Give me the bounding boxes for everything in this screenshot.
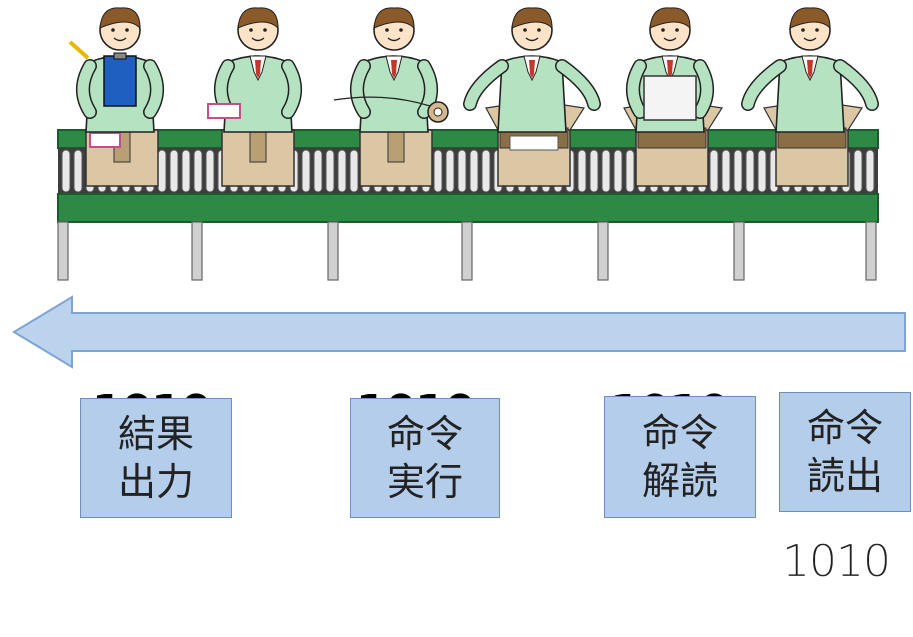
worker-icon: [626, 7, 714, 133]
stage-label-result: 結果出力: [80, 398, 232, 518]
arrow-left-icon: [12, 295, 906, 369]
cardboard-box-icon: [85, 129, 159, 187]
conveyor-belt-icon: [57, 129, 879, 281]
stage-label-execute: 命令実行: [350, 398, 500, 518]
worker-icon: [463, 7, 601, 133]
worker-icon: [68, 7, 164, 133]
stage-label-fetch: 命令読出: [779, 392, 911, 512]
worker-icon: [333, 7, 449, 133]
stage-label-decode: 命令解読: [604, 396, 756, 518]
pipeline-diagram: [12, 7, 906, 369]
cardboard-box-icon: [221, 129, 295, 187]
cardboard-box-icon: [359, 129, 433, 187]
worker-icon: [741, 7, 879, 133]
worker-icon: [207, 7, 302, 133]
